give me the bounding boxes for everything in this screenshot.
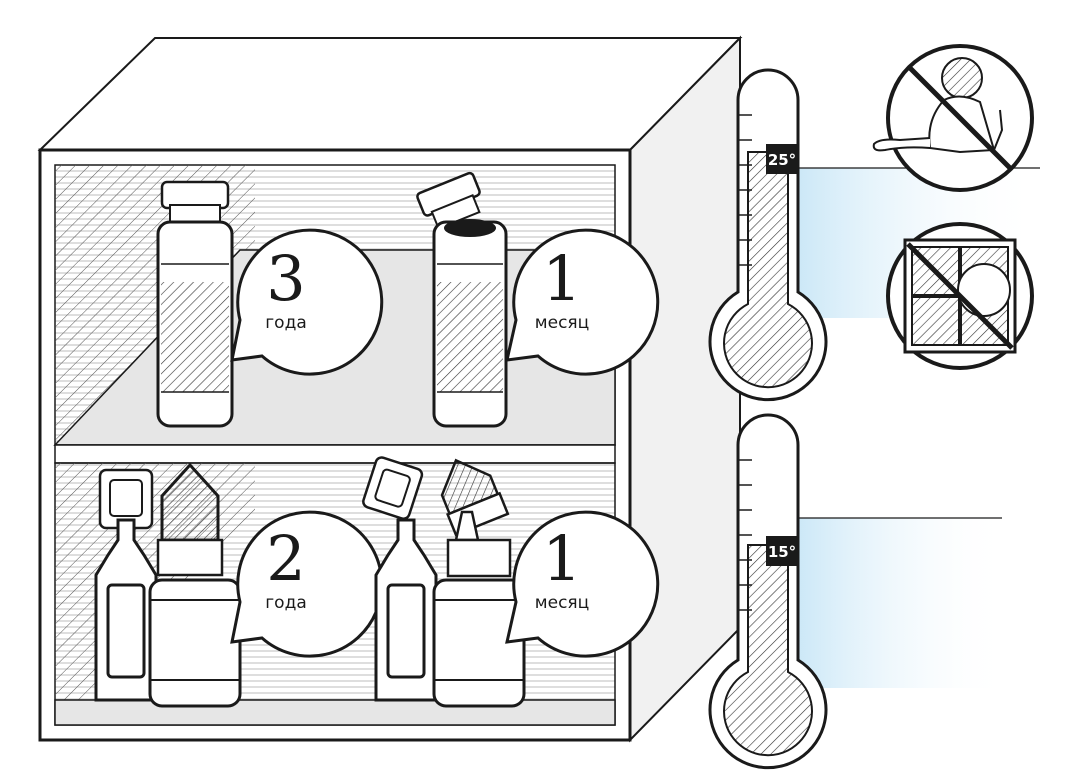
shelf-bottom-floor — [54, 699, 616, 726]
dropper-bottle-left — [94, 468, 158, 702]
thermometer-scale — [738, 459, 752, 611]
shelf-bottom: 2 года — [54, 456, 660, 726]
bubble-top-left: 3 года — [230, 228, 384, 376]
thermometer-25: 25° — [708, 68, 828, 402]
bubble-number: 1 — [542, 522, 581, 595]
bubble-unit: года — [265, 313, 307, 333]
shelf-divider — [54, 444, 616, 464]
bubble-number: 2 — [266, 522, 305, 595]
thermometer-15: 15° — [708, 413, 828, 770]
cold-glow — [798, 518, 1008, 688]
bubble-number: 3 — [266, 242, 305, 315]
temperature-label: 15° — [768, 543, 796, 561]
no-children-icon — [872, 44, 1034, 192]
dropper-bottle-right — [374, 518, 438, 702]
vial-top-right — [416, 171, 508, 428]
eye-drop-bottle-right — [432, 510, 526, 708]
temperature-label: 25° — [768, 151, 796, 169]
bubble-unit: месяц — [535, 593, 589, 613]
bubble-unit: года — [265, 593, 307, 613]
shelf-top: 3 года 1 месяц — [53, 164, 660, 464]
bubble-number: 1 — [542, 242, 581, 315]
bubble-top-right: 1 месяц — [505, 228, 660, 376]
no-sunlight-icon — [886, 222, 1034, 370]
eye-drop-bottle-left — [148, 462, 242, 708]
bubble-unit: месяц — [535, 313, 589, 333]
vial-top-left — [156, 180, 234, 428]
cabinet-side — [629, 35, 741, 743]
bubble-bottom-left: 2 года — [230, 510, 384, 658]
thermometer-scale — [738, 114, 752, 266]
cabinet-top — [37, 37, 743, 151]
bubble-bottom-right: 1 месяц — [505, 510, 660, 658]
